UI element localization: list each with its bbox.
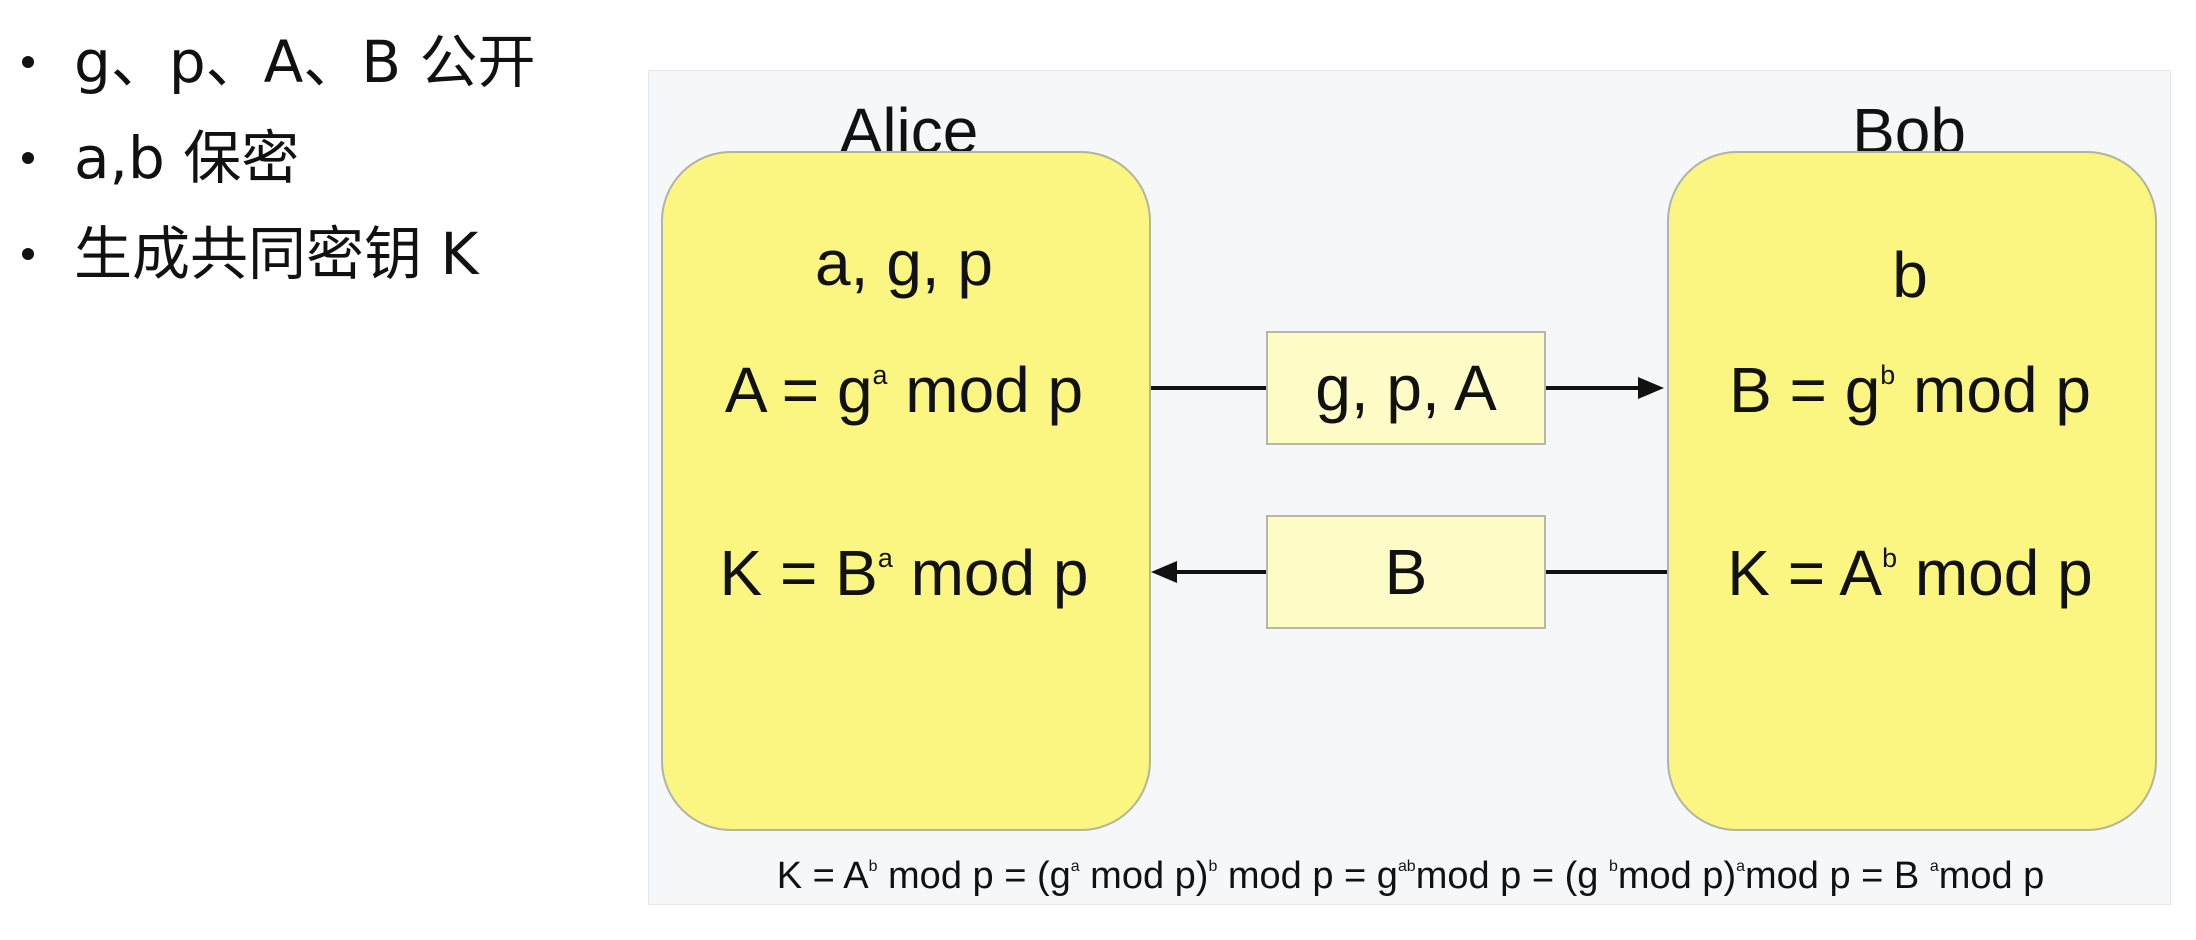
- bullet-item: 生成共同密钥 K: [22, 214, 478, 294]
- alice-panel: [661, 151, 1151, 831]
- bullet-item: a,b 保密: [22, 118, 299, 198]
- arrowhead-right-icon: [1638, 377, 1664, 399]
- message-to-alice: B: [1266, 515, 1546, 629]
- alice-equation-public: A = ga mod p: [724, 354, 1084, 426]
- arrowhead-left-icon: [1151, 561, 1177, 583]
- bob-equation-public: B = gb mod p: [1729, 354, 2091, 426]
- bob-vars: b: [1892, 239, 1928, 311]
- key-derivation-footer: K = Ab mod p = (ga mod p)b mod p = gabmo…: [776, 855, 2045, 897]
- alice-vars: a, g, p: [815, 227, 993, 299]
- bullet-item: g、p、A、B 公开: [22, 22, 536, 102]
- bob-panel: [1667, 151, 2157, 831]
- message-to-bob: g, p, A: [1266, 331, 1546, 445]
- bob-equation-key: K = Ab mod p: [1727, 537, 2093, 609]
- bullet-dot-icon: [22, 151, 34, 164]
- alice-equation-key: K = Ba mod p: [719, 537, 1089, 609]
- arrows: [1151, 377, 1667, 583]
- bullet-dot-icon: [22, 247, 34, 260]
- diffie-hellman-diagram: Alice a, g, p A = ga mod p K = Ba mod p …: [648, 70, 2171, 905]
- bullet-dot-icon: [22, 55, 34, 68]
